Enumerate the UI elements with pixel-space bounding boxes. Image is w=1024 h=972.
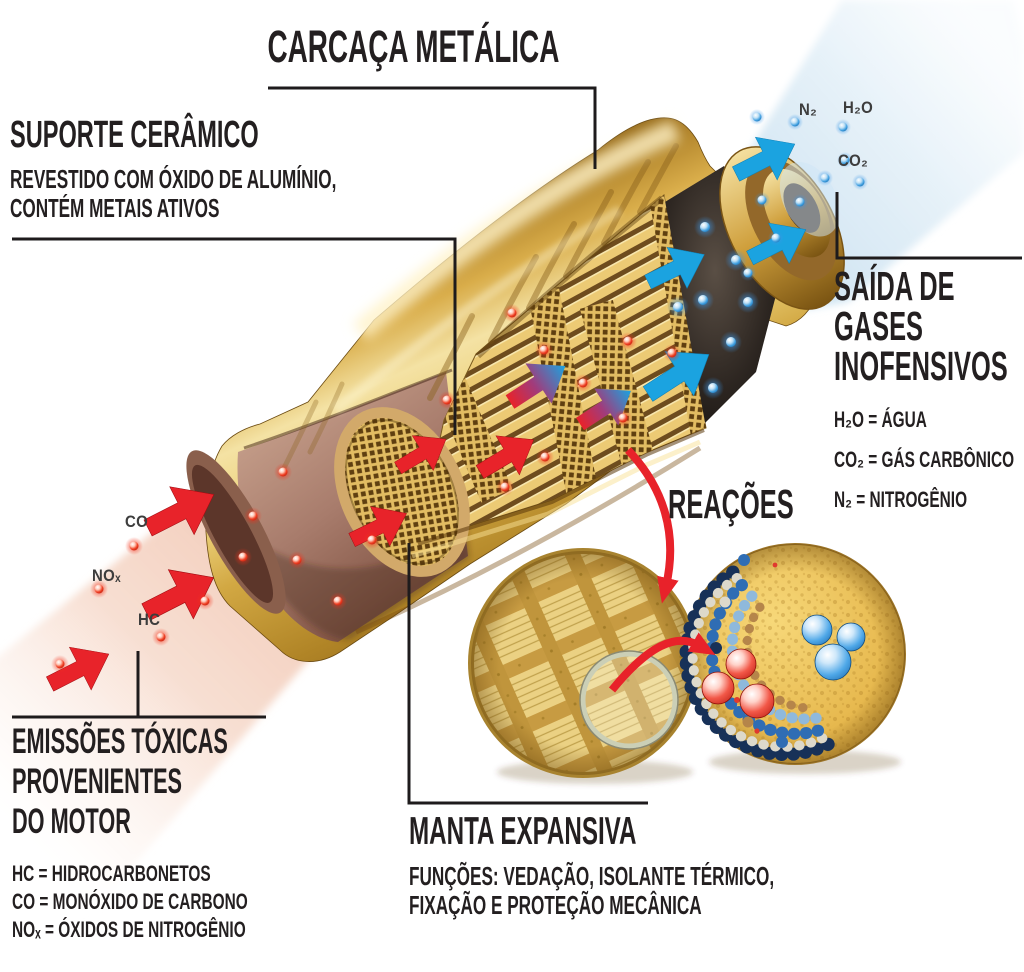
toxic-gas-particles (51, 304, 681, 673)
leader-lines (12, 86, 1022, 805)
manta-desc-2: FIXAÇÃO E PROTEÇÃO MECÂNICA (409, 890, 702, 921)
magnifier-circle (579, 650, 679, 750)
emissoes-title-1: EMISSÕES TÓXICAS (12, 722, 228, 761)
inlet-mouth (186, 450, 286, 614)
leader-carcaca-metalica (268, 86, 597, 169)
emissoes-legend-co: CO = MONÓXIDO DE CARBONO (12, 888, 248, 914)
inlet-gas-label-nox: NOₓ (92, 566, 121, 585)
emissoes-title-2: PROVENIENTES (12, 761, 183, 801)
clean-molecule (801, 614, 866, 681)
outlet-gas-label-co2: CO₂ (838, 151, 869, 170)
leader-manta-expansiva (407, 543, 648, 805)
inlet-gas-label-co: CO (125, 512, 149, 531)
callout-reacoes: REAÇÕES (668, 484, 871, 525)
catalyst-particle-crescent (679, 565, 843, 761)
saida-title-3: INOFENSIVOS (834, 343, 1008, 389)
callout-carcaca-metalica: CARCAÇA METÁLICA (178, 24, 592, 69)
saida-legend-n2: N₂ = NITROGÊNIO (834, 487, 968, 512)
magnifier-to-molecules-arrow (608, 632, 716, 693)
reaction-zoom-circle-weave (468, 548, 698, 784)
manta-desc-1: FUNÇÕES: VEDAÇÃO, ISOLANTE TÉRMICO, (409, 861, 775, 891)
leader-saida-gases (835, 192, 1022, 260)
converter-body (186, 117, 845, 662)
reacoes-title: REAÇÕES (668, 481, 794, 527)
outlet-gas-label-h2o: H₂O (843, 98, 874, 117)
reactions-pointer-arrow (625, 447, 679, 604)
callout-manta-expansiva: MANTA EXPANSIVA FUNÇÕES: VEDAÇÃO, ISOLAN… (409, 812, 962, 920)
carcaca-title: CARCAÇA METÁLICA (267, 21, 560, 72)
toxic-molecule (701, 648, 775, 719)
leader-emissoes-toxicas (12, 651, 266, 719)
suporte-desc-1: REVESTIDO COM ÓXIDO DE ALUMÍNIO, (10, 164, 337, 194)
clean-gas-particles (667, 109, 868, 399)
emissoes-legend-hc: HC = HIDROCARBONETOS (12, 860, 211, 886)
callout-emissoes-toxicas: EMISSÕES TÓXICAS PROVENIENTES DO MOTOR H… (12, 722, 360, 944)
reaction-zoom-circle-molecules (679, 543, 906, 774)
saida-title-2: GASES (834, 303, 923, 349)
emissoes-title-3: DO MOTOR (12, 801, 131, 841)
suporte-desc-2: CONTÉM METAIS ATIVOS (10, 193, 220, 224)
outlet-gas-label-n2: N₂ (799, 100, 818, 119)
emissoes-legend-nox: NOₓ = ÓXIDOS DE NITROGÊNIO (12, 916, 246, 942)
saida-legend-co2: CO₂ = GÁS CARBÔNICO (834, 447, 1015, 472)
inlet-gas-label-hc: HC (138, 610, 161, 629)
manta-title: MANTA EXPANSIVA (409, 810, 637, 853)
suporte-title: SUPORTE CERÂMICO (10, 114, 259, 156)
leader-suporte-ceramico (12, 237, 457, 435)
callout-suporte-ceramico: SUPORTE CERÂMICO REVESTIDO COM ÓXIDO DE … (10, 116, 505, 223)
saida-legend-h2o: H₂O = ÁGUA (834, 407, 927, 432)
callout-saida-gases: SAÍDA DE GASES INOFENSIVOS H₂O = ÁGUA CO… (834, 266, 1024, 520)
saida-title-1: SAÍDA DE (834, 263, 955, 309)
